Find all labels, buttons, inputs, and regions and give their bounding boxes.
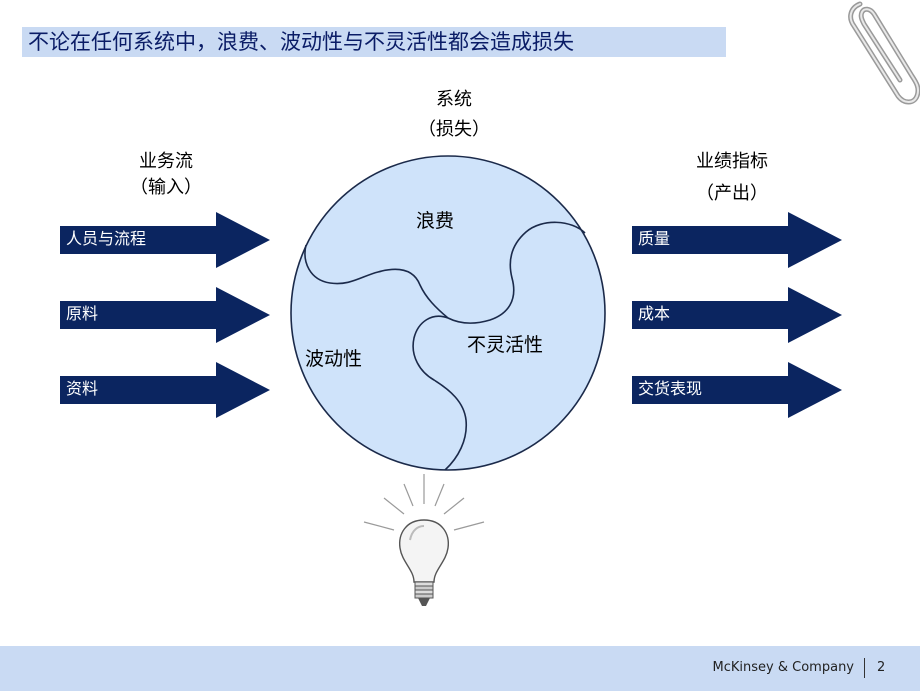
output-label: 交货表现 [638, 379, 703, 398]
divider-left [304, 244, 449, 319]
page-title: 不论在任何系统中，浪费、波动性与不灵活性都会造成损失 [28, 30, 574, 54]
footer: McKinsey & Company 2 [0, 646, 920, 691]
divider-right [447, 221, 586, 324]
input-arrow: 原料 [60, 287, 270, 343]
input-label: 资料 [66, 379, 99, 398]
system-subtitle: （损失） [418, 119, 490, 140]
segment-variability-label: 波动性 [305, 348, 363, 370]
input-label: 人员与流程 [66, 229, 147, 248]
segment-inflexibility-label: 不灵活性 [467, 334, 544, 356]
input-arrow: 资料 [60, 362, 270, 418]
output-arrow: 质量 [632, 212, 842, 268]
outputs-heading: 业绩指标 [696, 151, 768, 172]
system-title: 系统 [436, 89, 472, 110]
segment-waste-label: 浪费 [416, 210, 455, 232]
divider-bottom [412, 315, 468, 471]
input-arrow: 人员与流程 [60, 212, 270, 268]
outputs-subheading: （产出） [696, 183, 768, 204]
output-arrow: 成本 [632, 287, 842, 343]
output-label: 成本 [638, 304, 671, 323]
output-arrow: 交货表现 [632, 362, 842, 418]
title-bar: 不论在任何系统中，浪费、波动性与不灵活性都会造成损失 [22, 27, 726, 57]
paperclip-icon [848, 1, 920, 105]
inputs-subheading: （输入） [130, 177, 202, 198]
inputs-heading: 业务流 [139, 151, 193, 172]
page-number: 2 [877, 660, 886, 675]
footer-company: McKinsey & Company [712, 660, 854, 675]
footer-divider [864, 658, 865, 678]
output-label: 质量 [638, 229, 671, 248]
input-label: 原料 [66, 304, 99, 323]
lightbulb-icon [363, 474, 485, 606]
system-circle-shape [290, 155, 606, 471]
